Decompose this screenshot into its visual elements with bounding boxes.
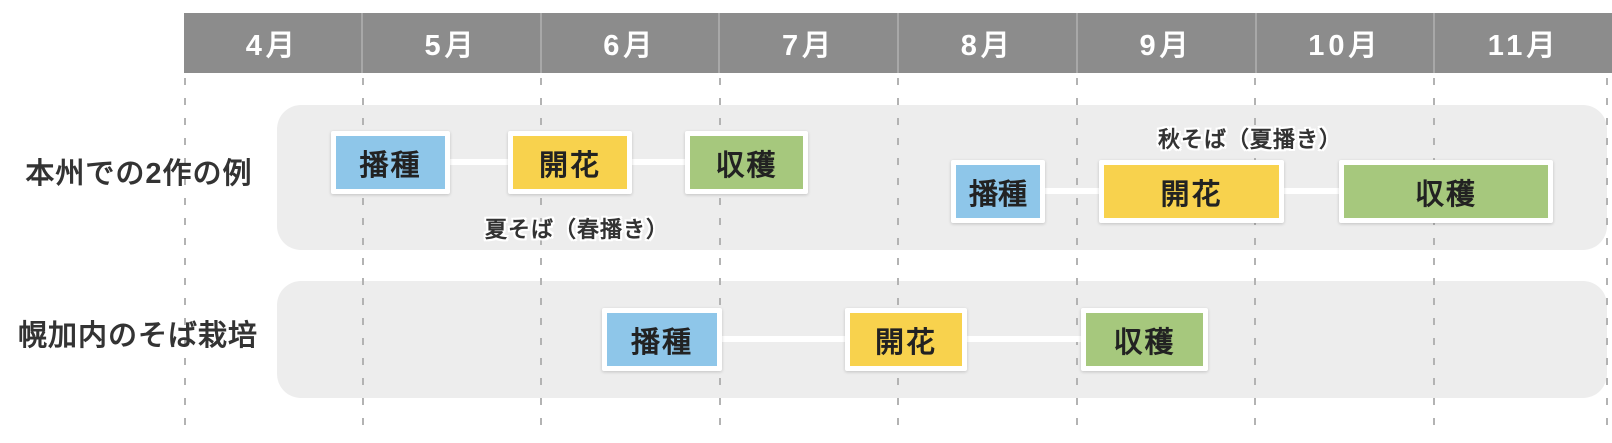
annotation-summer-soba: 夏そば（春播き） [484, 217, 669, 242]
month-header-june: 6月 [539, 13, 719, 73]
month-header-november: 11月 [1433, 13, 1612, 73]
connector-line [440, 159, 518, 165]
stage-box-flowering: 開花 [508, 131, 632, 194]
stage-box-harvest: 収穫 [1339, 160, 1553, 223]
connector-line [1036, 188, 1108, 194]
annotation-autumn-soba: 秋そば（夏播き） [1157, 127, 1342, 152]
stage-box-harvest: 収穫 [1081, 308, 1208, 371]
connector-line [714, 336, 854, 342]
stage-box-flowering: 開花 [845, 308, 967, 371]
month-header-bar: 4月 5月 6月 7月 8月 9月 10月 11月 [184, 13, 1612, 73]
gridline-october-start [1254, 78, 1256, 433]
stage-box-sowing: 播種 [951, 160, 1045, 223]
stage-box-sowing: 播種 [602, 308, 722, 371]
connector-line [1275, 188, 1348, 194]
gridline-august-start [897, 78, 899, 433]
gridline-november-start [1433, 78, 1435, 433]
connector-line [957, 336, 1089, 342]
gridline-june-start [540, 78, 542, 433]
gridline-july-start [719, 78, 721, 433]
gridline-september-start [1076, 78, 1078, 433]
month-header-october: 10月 [1254, 13, 1434, 73]
gridline-may-start [362, 78, 364, 433]
month-header-may: 5月 [360, 13, 540, 73]
row-label-horokanai: 幌加内のそば栽培 [17, 320, 258, 352]
row-label-honshu: 本州での2作の例 [25, 158, 253, 190]
gridline-november-end [1606, 78, 1608, 433]
month-header-september: 9月 [1075, 13, 1255, 73]
stage-box-harvest: 収穫 [685, 131, 808, 194]
gridline-april-start [184, 78, 186, 433]
month-header-april: 4月 [245, 30, 299, 62]
stage-box-sowing: 播種 [331, 131, 450, 194]
stage-box-flowering: 開花 [1099, 160, 1284, 223]
connector-line [621, 159, 693, 165]
month-header-july: 7月 [718, 13, 897, 73]
month-header-august: 8月 [897, 13, 1076, 73]
